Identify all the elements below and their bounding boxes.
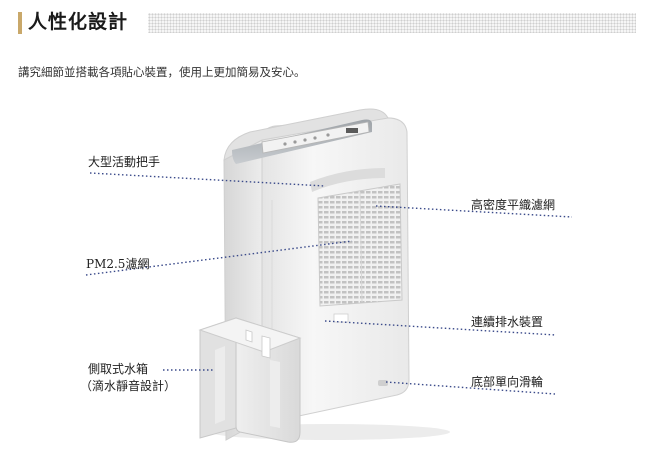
panel-buttons — [283, 128, 358, 146]
leader-drain — [324, 320, 557, 336]
callout-tank-line2: （滴水靜音設計） — [80, 379, 177, 393]
section-title: 人性化設計 — [28, 11, 129, 33]
title-accent-bar — [18, 12, 22, 34]
leader-pm25 — [85, 240, 353, 276]
top-cap — [223, 108, 389, 161]
title-dotted-pattern — [148, 13, 636, 33]
callout-handle: 大型活動把手 — [88, 155, 161, 169]
water-tank-front — [235, 317, 301, 443]
callout-tank-line1: 側取式水箱 — [88, 362, 149, 376]
intro-text: 講究細節並搭載各項貼心裝置，使用上更加簡易及安心。 — [18, 65, 306, 79]
handle-recess — [310, 168, 385, 192]
section-header: 人性化設計 — [18, 11, 638, 35]
filter-grill — [317, 183, 403, 307]
wheel — [378, 380, 388, 386]
leader-wheels — [385, 381, 556, 395]
callout-drain: 連續排水裝置 — [471, 315, 544, 329]
callout-filter: 高密度平織濾網 — [471, 198, 556, 212]
label-plate — [333, 313, 349, 323]
callout-pm25: PM2.5濾網 — [86, 257, 150, 271]
callout-wheels: 底部單向滑輪 — [471, 375, 544, 389]
leader-lines — [85, 172, 573, 395]
grill-divider — [359, 191, 363, 303]
leader-handle — [89, 172, 326, 187]
leader-filter — [375, 205, 573, 218]
